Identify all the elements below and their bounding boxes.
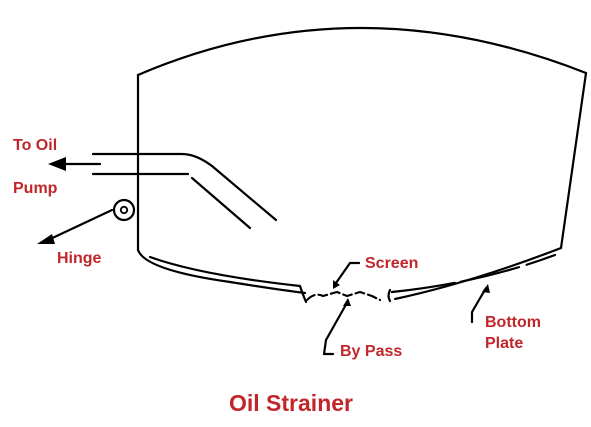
label-by-pass: By Pass (340, 343, 403, 360)
bottom-plate-leader-line (470, 286, 488, 324)
bottom-plate-right-end (387, 288, 392, 303)
label-to-oil: To Oil (13, 137, 58, 154)
outlet-pipe-upper (91, 152, 278, 222)
screen (305, 290, 382, 302)
bottom-plate-arrowhead (482, 284, 490, 293)
screen-leader-line (334, 261, 361, 285)
strainer-top-edge (136, 26, 588, 77)
bottom-plate-right-inner (390, 253, 557, 294)
bottom-plate-left-outer (136, 248, 307, 295)
to-oil-pump-arrowhead (48, 157, 66, 171)
bottom-plate-right-outer (393, 246, 563, 301)
outlet-pipe-lower-angle (190, 176, 252, 230)
by-pass-arrowhead (343, 298, 351, 306)
hinge-icon (112, 198, 136, 222)
label-screen: Screen (365, 255, 419, 272)
label-bottom: Bottom (485, 314, 541, 331)
screen-arrowhead (333, 280, 340, 289)
diagram-title: Oil Strainer (229, 390, 353, 416)
hinge-leader-line (44, 208, 114, 243)
label-plate: Plate (485, 335, 524, 352)
label-pump: Pump (13, 180, 58, 197)
strainer-right-wall (559, 71, 588, 250)
by-pass-leader-line (322, 299, 350, 356)
bottom-plate-left-inner (148, 255, 302, 288)
bottom-plate-left-end (298, 284, 308, 304)
label-hinge: Hinge (57, 250, 102, 267)
hinge-arrowhead (37, 234, 55, 244)
